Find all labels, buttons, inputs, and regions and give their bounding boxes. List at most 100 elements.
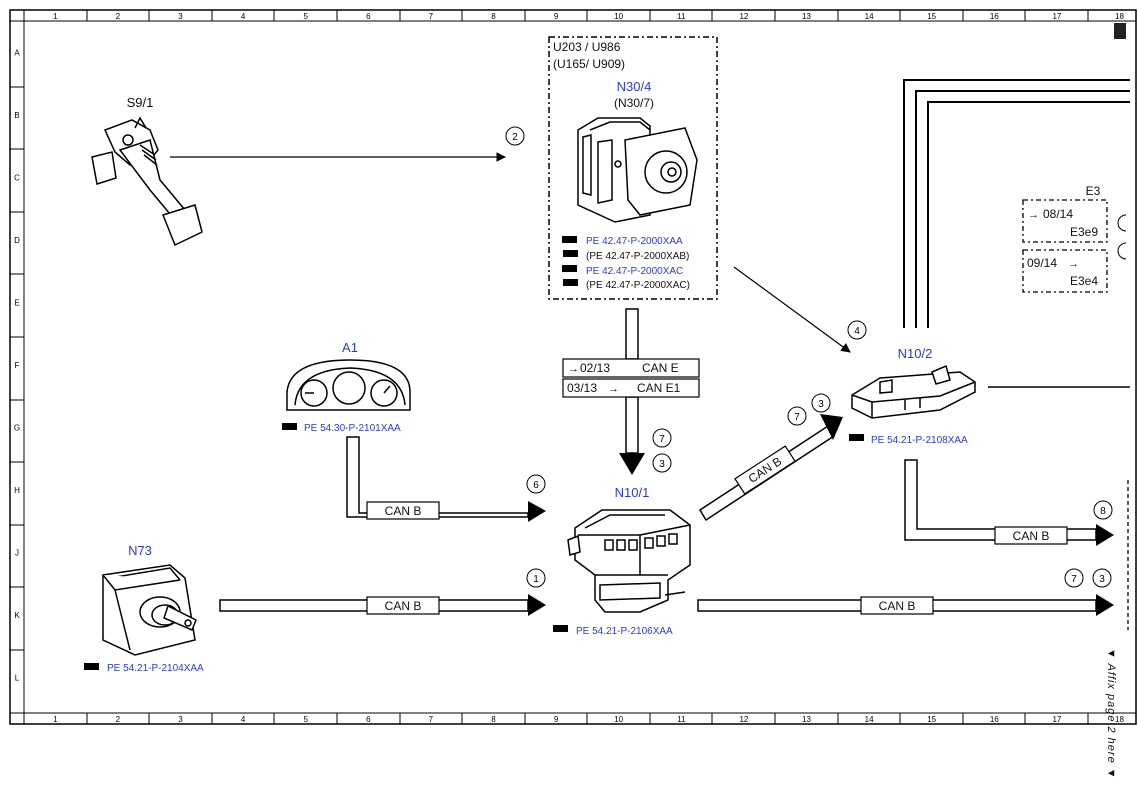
e3-partial-marker [1117,242,1127,260]
column-label: 3 [178,715,183,724]
column-label: 18 [1115,715,1124,724]
column-label: 16 [990,715,999,724]
affix-note: ▼ Affix page 2 here ▼ [1105,648,1117,780]
marker-2: 2 [512,132,518,143]
column-label: 9 [554,715,559,724]
right-can-b-box [860,596,934,615]
marker-8: 8 [1100,506,1106,517]
column-label: 6 [366,715,371,724]
e3-box-2 [1022,249,1108,293]
column-label: 3 [178,12,183,21]
n73-code: N73 [128,543,152,558]
row-ticks [10,86,24,651]
marker-6: 6 [533,480,539,491]
can-e-page-2: 03/13 [567,381,597,395]
n73-can-b-box [366,596,440,615]
n10-1-code: N10/1 [615,485,650,500]
e3-page-2: 09/14 [1027,256,1057,270]
abs-control-unit-icon [577,117,698,223]
variant-refs: PE 42.47-P-2000XAA (PE 42.47-P-2000XAB) … [562,236,690,291]
can-e-bus-1: CAN E [642,361,679,375]
can-e-label-box-1 [562,358,700,378]
column-label: 11 [677,12,686,21]
row-label: D [14,236,20,245]
a1-can-b-box [366,501,440,520]
variant-line2: (U165/ U909) [553,57,625,71]
column-label: 10 [614,715,623,724]
ref-hand-icon [84,663,99,670]
column-label: 16 [990,12,999,21]
column-label: 13 [802,12,811,21]
column-label: 17 [1052,715,1061,724]
row-label: A [14,48,20,57]
column-label: 2 [116,715,121,724]
column-label: 6 [366,12,371,21]
column-label: 5 [303,12,308,21]
column-label: 10 [614,12,623,21]
column-label: 4 [241,715,246,724]
column-label: 1 [53,12,58,21]
ref-hand-icon [553,625,568,632]
marker-4-circle [847,320,867,340]
marker-diag-b: 3 [818,399,824,410]
instrument-cluster-icon [286,359,411,411]
e3-partial-marker [1117,214,1127,232]
arrow-out-icon: → [1068,258,1079,270]
column-label: 5 [303,715,308,724]
variant-ref-2: (PE 42.47-P-2000XAB) [586,251,689,262]
arrow-out-icon: → [608,383,619,395]
page-corner-icon [1114,23,1126,39]
sam-control-unit-icon [851,364,976,419]
column-label: 7 [429,715,434,724]
variant-line1: U203 / U986 [553,40,621,54]
row-label: B [14,111,19,120]
row-label: C [14,173,20,182]
n30-to-n10-2-line [733,266,851,353]
column-label: 7 [429,12,434,21]
column-ticks [86,10,1089,724]
e3-box-1 [1022,199,1108,243]
n30-4-code: N30/4 [617,79,652,94]
marker-7c-circle [1064,568,1084,588]
n10-2-down-can-b-box [994,526,1068,545]
row-label: J [15,548,19,557]
column-label: 4 [241,12,246,21]
marker-7-circle [652,428,672,448]
n10-1-ref: PE 54.21-P-2106XAA [576,626,673,637]
n73-can-b-label: CAN B [385,599,422,613]
marker-4: 4 [854,326,860,337]
column-label: 14 [865,12,874,21]
can-e-bus-2: CAN E1 [637,381,681,395]
ref-hand-icon [282,423,297,430]
ref-hand-icon [563,279,578,286]
n10-2-bus-lines [903,79,1130,328]
column-label: 15 [927,715,936,724]
variant-ref-1: PE 42.47-P-2000XAA [586,236,683,247]
column-label: 12 [739,715,748,724]
marker-right-b: 3 [1099,574,1105,585]
column-label: 1 [53,715,58,724]
variant-box [548,36,718,300]
ignition-switch-icon [102,564,197,656]
can-e-label-box-2 [562,378,700,398]
marker-3-circle [652,453,672,473]
marker-3b-circle [811,393,831,413]
marker-n10-1-in-a: 7 [659,434,665,445]
column-label: 13 [802,715,811,724]
row-label: G [14,423,20,432]
s9-1-code: S9/1 [127,95,154,110]
column-label: 11 [677,715,686,724]
column-label: 15 [927,12,936,21]
column-label: 18 [1115,12,1124,21]
marker-diag-a: 7 [794,412,800,423]
marker-2-circle [505,126,525,146]
ref-hand-icon [563,250,578,257]
e3-code-2: E3e4 [1070,274,1098,288]
arrow-in-icon: → [1028,209,1039,221]
variant-ref-4: (PE 42.47-P-2000XAC) [586,280,690,291]
marker-7b-circle [787,406,807,426]
column-label: 9 [554,12,559,21]
